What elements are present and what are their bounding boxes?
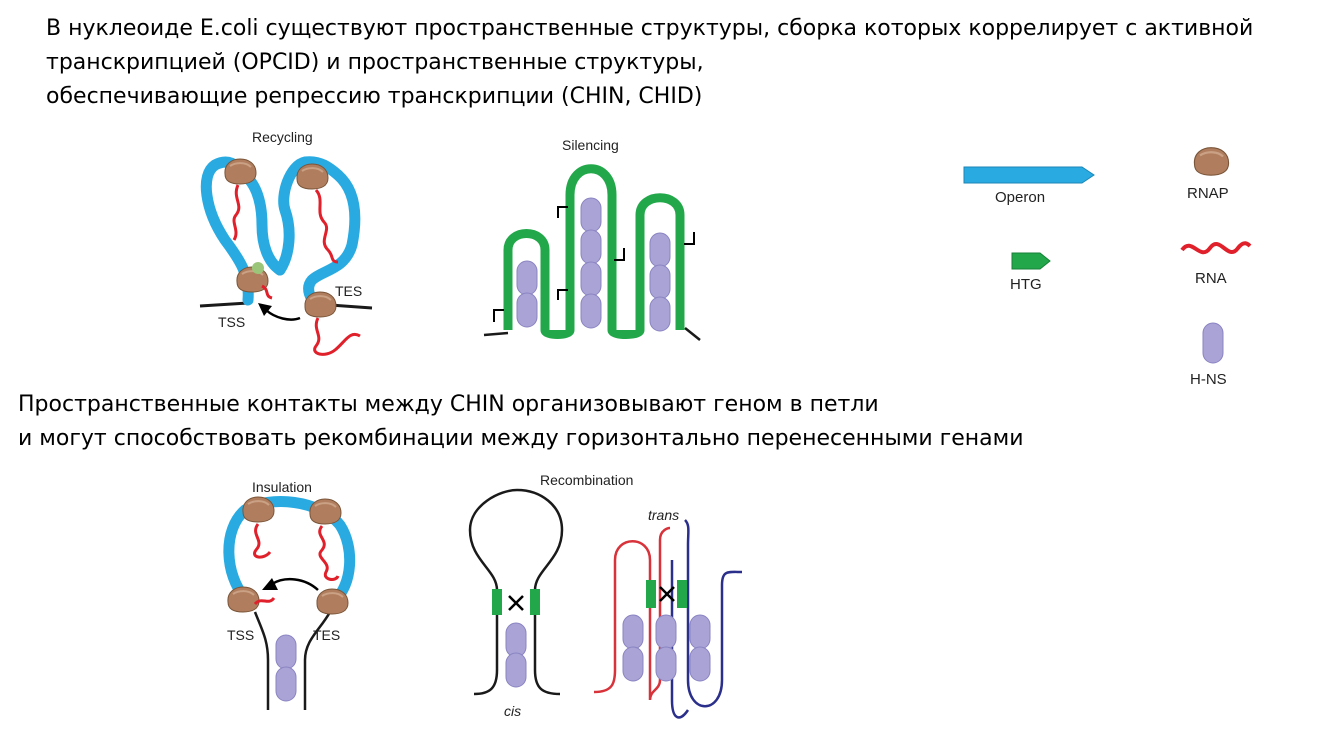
silencing-hns-6 bbox=[580, 293, 602, 329]
insulation-dna-left bbox=[253, 611, 270, 710]
legend-htg-arrow bbox=[1011, 252, 1051, 270]
recombination-trans-hns-6 bbox=[689, 646, 711, 682]
recombination-title: Recombination bbox=[540, 472, 633, 488]
silencing-promoter-4 bbox=[614, 248, 625, 261]
insulation-hns-2 bbox=[275, 666, 297, 702]
recombination-trans-htg-left bbox=[646, 580, 656, 608]
silencing-hns-5 bbox=[580, 261, 602, 297]
silencing-dna-right bbox=[684, 327, 701, 341]
legend: Operon HTG RNAP RNA H-NS bbox=[963, 146, 1252, 388]
insulation-rnap-3 bbox=[226, 586, 260, 613]
legend-operon-arrow bbox=[963, 166, 1095, 184]
silencing-hns-8 bbox=[649, 264, 671, 300]
recycling-panel: Recycling TSS TES bbox=[199, 129, 373, 356]
recycling-tss: TSS bbox=[218, 314, 245, 330]
insulation-tes: TES bbox=[313, 627, 340, 643]
recycling-factor bbox=[252, 262, 264, 274]
recycling-dna-right bbox=[329, 303, 373, 310]
insulation-rnap-1 bbox=[241, 496, 275, 523]
subheading: Пространственные контакты между CHIN орг… bbox=[18, 388, 1024, 456]
recombination-cis-cross-icon bbox=[508, 595, 524, 611]
silencing-hns-9 bbox=[649, 296, 671, 332]
silencing-promoter-1 bbox=[493, 309, 504, 322]
recombination-cis-hns-1 bbox=[505, 622, 527, 658]
recycling-rnap-4 bbox=[303, 291, 337, 318]
silencing-hns-4 bbox=[580, 229, 602, 265]
heading: В нуклеоиде E.coli существуют пространст… bbox=[46, 12, 1253, 114]
insulation-dna-right bbox=[303, 611, 332, 710]
legend-rna-icon bbox=[1180, 241, 1252, 255]
silencing-promoter-5 bbox=[684, 232, 695, 245]
insulation-hns-1 bbox=[275, 634, 297, 670]
recombination-cis-label: cis bbox=[504, 703, 521, 719]
heading-line-2: транскрипцией (OPCID) и пространственные… bbox=[46, 50, 704, 75]
recombination-trans-label: trans bbox=[648, 507, 679, 523]
recombination-cis-htg-right bbox=[530, 589, 540, 615]
recycling-operon-loop-3 bbox=[274, 156, 344, 276]
recombination-trans-cross-icon bbox=[659, 586, 675, 602]
recombination-trans-hns-3 bbox=[655, 614, 677, 650]
recycling-operon-loop-2 bbox=[234, 166, 286, 276]
recombination-trans-hns-5 bbox=[689, 614, 711, 650]
subheading-line-1: Пространственные контакты между CHIN орг… bbox=[18, 392, 879, 417]
recycling-dna-left bbox=[199, 301, 249, 308]
recombination-cis-hns-2 bbox=[505, 652, 527, 688]
silencing-dna-left bbox=[483, 331, 509, 337]
recycling-rnap-1 bbox=[223, 158, 257, 185]
recombination-trans-hns-2 bbox=[622, 646, 644, 682]
insulation-tss: TSS bbox=[227, 627, 254, 643]
legend-rnap-icon bbox=[1193, 146, 1230, 177]
silencing-hns-3 bbox=[580, 197, 602, 233]
legend-rnap-label: RNAP bbox=[1187, 185, 1229, 202]
recycling-arrow bbox=[265, 309, 301, 321]
recombination-cis-htg-left bbox=[492, 589, 502, 615]
recycling-title: Recycling bbox=[252, 129, 313, 145]
silencing-promoter-3 bbox=[557, 289, 568, 300]
insulation-rna-1 bbox=[253, 523, 272, 559]
recycling-rnap-2 bbox=[295, 163, 329, 190]
recombination-trans-red-dna bbox=[593, 526, 671, 701]
recombination-trans-htg-right bbox=[677, 580, 687, 608]
recombination-trans-blue-dna-2 bbox=[670, 560, 690, 719]
recombination-trans-hns-4 bbox=[655, 646, 677, 682]
legend-htg-label: HTG bbox=[1010, 276, 1042, 293]
insulation-rnap-2 bbox=[308, 498, 342, 525]
insulation-panel: Insulation TSS TES bbox=[223, 479, 356, 710]
silencing-title: Silencing bbox=[562, 137, 619, 153]
insulation-operon-loop bbox=[223, 496, 356, 606]
insulation-rna-3 bbox=[253, 596, 276, 606]
legend-operon-label: Operon bbox=[995, 189, 1045, 206]
heading-line-1: В нуклеоиде E.coli существуют пространст… bbox=[46, 16, 1254, 41]
silencing-hns-7 bbox=[649, 232, 671, 268]
heading-line-3: обеспечивающие репрессию транскрипции (C… bbox=[46, 84, 703, 109]
recycling-rna-2 bbox=[314, 188, 339, 264]
silencing-panel: Silencing bbox=[483, 137, 701, 341]
insulation-title: Insulation bbox=[252, 479, 312, 495]
recycling-rna-3 bbox=[261, 284, 273, 300]
recombination-panel: Recombination cis trans bbox=[468, 472, 743, 719]
recycling-arrowhead bbox=[258, 303, 272, 316]
recombination-trans-hns-1 bbox=[622, 614, 644, 650]
insulation-arrowhead bbox=[262, 578, 278, 590]
legend-hns-label: H-NS bbox=[1190, 371, 1227, 388]
recycling-rna-4 bbox=[313, 317, 361, 356]
recycling-tes: TES bbox=[335, 283, 362, 299]
legend-hns-icon bbox=[1202, 322, 1224, 364]
silencing-promoter-2 bbox=[557, 206, 568, 218]
legend-rna-label: RNA bbox=[1195, 270, 1227, 287]
silencing-hns-2 bbox=[516, 292, 538, 328]
subheading-line-2: и могут способствовать рекомбинации межд… bbox=[18, 426, 1024, 451]
insulation-rna-2 bbox=[318, 525, 340, 581]
recycling-operon-loop-4 bbox=[303, 169, 361, 311]
insulation-rnap-4 bbox=[315, 588, 349, 615]
silencing-hns-1 bbox=[516, 260, 538, 296]
recycling-rna-1 bbox=[232, 184, 241, 241]
recombination-trans-blue-dna bbox=[684, 519, 743, 708]
insulation-arrow bbox=[271, 577, 319, 591]
silencing-htg-loops bbox=[503, 164, 685, 339]
